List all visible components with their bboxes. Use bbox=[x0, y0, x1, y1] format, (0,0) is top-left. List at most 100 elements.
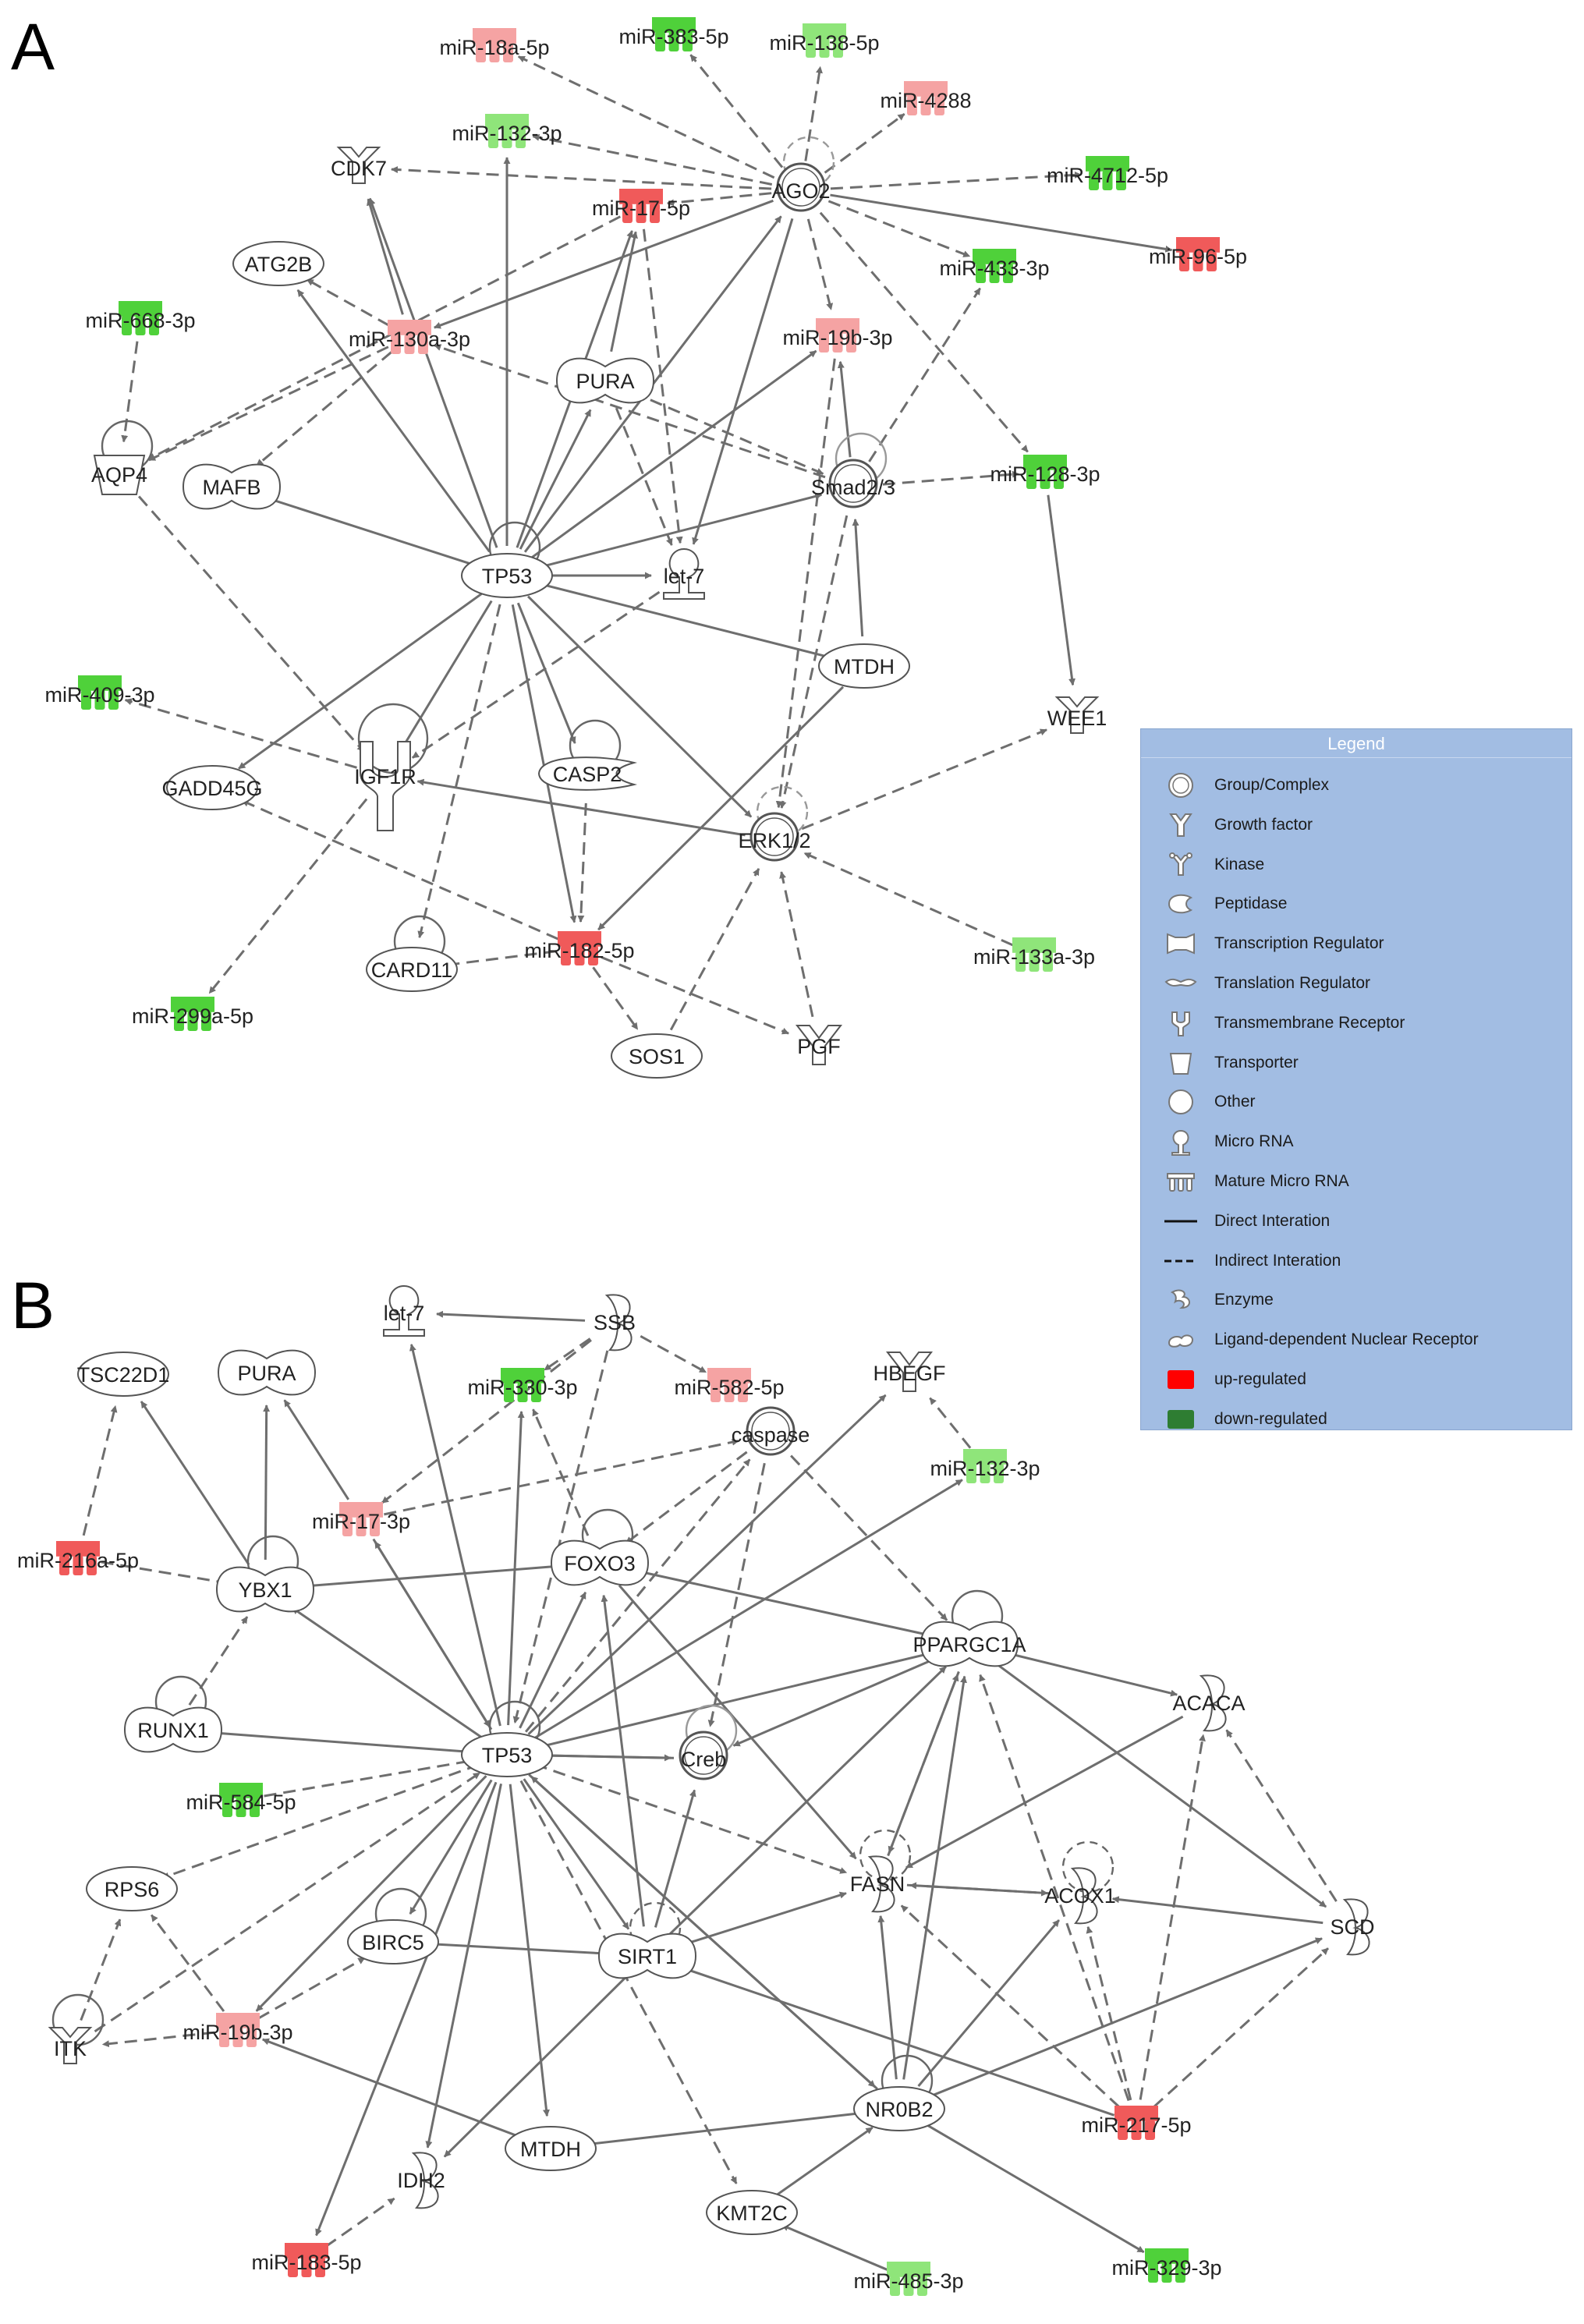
a-edge-tp53-to-gadd45g bbox=[238, 591, 484, 770]
a-node-mtdh: MTDH bbox=[818, 643, 910, 689]
b-node-acaca: ACACA bbox=[1172, 1674, 1246, 1732]
b-edge-m19bb-to-birc5 bbox=[257, 1957, 366, 2020]
translation-regulator-icon bbox=[1161, 968, 1200, 999]
a-label-erk1-2: ERK1/2 bbox=[738, 829, 810, 852]
a-label-smad2-3: Smad2/3 bbox=[811, 476, 895, 499]
b-node-pura: PURA bbox=[217, 1349, 317, 1396]
b-node-mir-183-5p: miR-183-5p bbox=[251, 2243, 362, 2277]
legend-item-growth-factor: Growth factor bbox=[1161, 808, 1313, 842]
a-edge-m130a-to-atg2b bbox=[306, 278, 390, 327]
kinase-icon bbox=[1161, 849, 1200, 880]
a-edge-mtdh-to-m182 bbox=[597, 686, 845, 931]
b-label-tsc22d1: TSC22D1 bbox=[77, 1363, 170, 1387]
b-edge-ssb-to-m17b bbox=[381, 1339, 592, 1504]
b-label-ssb: SSB bbox=[594, 1311, 636, 1334]
b-node-mir-217-5p: miR-217-5p bbox=[1081, 2106, 1192, 2140]
a-edge-m130a-to-mafb bbox=[256, 351, 393, 467]
legend-item-down-regulated: down-regulated bbox=[1161, 1402, 1327, 1437]
legend-item-peptidase: Peptidase bbox=[1161, 887, 1287, 921]
a-edge-m128-to-wee1 bbox=[1047, 494, 1075, 686]
b-edge-caspase-to-ppargc1a bbox=[790, 1454, 948, 1621]
a-edge-m133a-to-erk12 bbox=[803, 852, 1014, 947]
b-edge-tp53-to-foxo3 bbox=[519, 1591, 587, 1729]
a-node-aqp4: AQP4 bbox=[91, 420, 154, 495]
a-label-mir-668-3p: miR-668-3p bbox=[85, 309, 195, 332]
b-edge-tp53-to-sirt1 bbox=[523, 1778, 630, 1930]
a-node-casp2: CASP2 bbox=[537, 719, 637, 791]
a-node-pgf: PGF bbox=[795, 1025, 843, 1065]
a-edge-sos1-to-erk12 bbox=[669, 868, 760, 1031]
b-node-sirt1: SIRT1 bbox=[597, 1901, 697, 1979]
a-edge-ago2-to-cdk7 bbox=[391, 166, 772, 190]
a-label-mir-130a-3p: miR-130a-3p bbox=[349, 328, 470, 351]
a-edge-ago2-to-m383 bbox=[689, 54, 784, 168]
b-edge-ssb-to-tp53 bbox=[512, 1350, 609, 1724]
legend-label: Peptidase bbox=[1214, 895, 1288, 913]
b-edge-nr0b2-to-ppargc1a bbox=[902, 1675, 967, 2080]
b-label-tp53: TP53 bbox=[482, 1744, 533, 1767]
b-edge-m217-to-acox1 bbox=[1086, 1925, 1132, 2101]
b-edge-m216a-to-tsc22d1 bbox=[82, 1405, 118, 1536]
b-label-fasn: FASN bbox=[850, 1872, 905, 1896]
a-edge-tp53-to-m182 bbox=[511, 604, 577, 923]
group-complex-icon bbox=[1161, 770, 1200, 801]
b-edge-tp53-to-rps6 bbox=[161, 1763, 480, 1879]
b-node-mir-582-5p: miR-582-5p bbox=[674, 1368, 785, 1402]
panel-label-b: B bbox=[11, 1269, 55, 1342]
b-label-let-7: let-7 bbox=[384, 1302, 425, 1325]
b-edge-m216a-to-ybx1 bbox=[101, 1561, 234, 1587]
b-edge-scd-to-acaca bbox=[1225, 1729, 1338, 1902]
b-node-mir-19b-3p: miR-19b-3p bbox=[182, 2013, 293, 2047]
a-edge-pgf-to-erk12 bbox=[779, 871, 814, 1018]
b-edge-foxo3-to-ppargc1a bbox=[628, 1568, 938, 1639]
b-node-tsc22d1: TSC22D1 bbox=[77, 1352, 170, 1397]
legend-label: Growth factor bbox=[1214, 815, 1313, 834]
a-edge-m182-to-pgf bbox=[601, 955, 789, 1035]
growth-factor-icon bbox=[1161, 810, 1200, 841]
b-edge-ssb-to-let7 bbox=[436, 1310, 586, 1322]
b-edge-sirt1-to-birc5 bbox=[425, 1940, 618, 1956]
a-edge-ago2-to-m4288 bbox=[824, 112, 905, 174]
a-edge-m130a-to-cdk7 bbox=[367, 198, 404, 315]
b-edge-m217-to-sirt1 bbox=[677, 1964, 1115, 2117]
a-label-pgf: PGF bbox=[797, 1035, 841, 1058]
legend-item-transporter: Transporter bbox=[1161, 1046, 1299, 1080]
a-label-mir-299a-5p: miR-299a-5p bbox=[132, 1004, 253, 1028]
legend-item-mature-micro-rna: Mature Micro RNA bbox=[1161, 1164, 1349, 1199]
a-node-gadd45g: GADD45G bbox=[161, 765, 263, 810]
peptidase-icon bbox=[1161, 888, 1200, 919]
b-label-runx1: RUNX1 bbox=[137, 1719, 209, 1742]
a-node-wee1: WEE1 bbox=[1047, 696, 1107, 734]
b-label-pura: PURA bbox=[237, 1362, 296, 1385]
enzyme-icon bbox=[1161, 1284, 1200, 1316]
b-label-mir-584-5p: miR-584-5p bbox=[186, 1791, 296, 1814]
b-edge-acaca-to-fasn bbox=[905, 1715, 1184, 1869]
legend-label: down-regulated bbox=[1214, 1409, 1327, 1428]
a-edge-pura-to-smad23 bbox=[632, 391, 824, 475]
b-edge-m217-to-acaca bbox=[1139, 1734, 1206, 2100]
nodes-panel-a: TP53AGO2PURASmad2/3let-7MTDHCASP2ERK1/2I… bbox=[44, 17, 1247, 1079]
b-label-idh2: IDH2 bbox=[397, 2169, 445, 2192]
a-label-mir-18a-5p: miR-18a-5p bbox=[439, 36, 549, 59]
a-node-erk1-2: ERK1/2 bbox=[738, 785, 811, 862]
b-edge-tp53-to-m183 bbox=[315, 1781, 498, 2237]
b-edge-mtdh-to-nr0b2 bbox=[579, 2110, 868, 2147]
legend-label: Transmembrane Receptor bbox=[1214, 1013, 1405, 1032]
b-label-mir-183-5p: miR-183-5p bbox=[251, 2251, 361, 2274]
a-node-atg2b: ATG2B bbox=[232, 241, 324, 286]
a-label-mafb: MAFB bbox=[202, 476, 260, 499]
b-edge-creb-to-tp53 bbox=[539, 1752, 675, 1759]
down-swatch-icon bbox=[1161, 1404, 1200, 1435]
a-edge-ago2-to-m96 bbox=[830, 193, 1173, 253]
a-edge-tp53-to-pura bbox=[519, 409, 592, 550]
b-edge-nr0b2-to-acox1 bbox=[917, 1919, 1061, 2087]
b-edge-ybx1-to-tsc22d1 bbox=[140, 1401, 250, 1566]
b-edge-m17b-to-caspase bbox=[384, 1438, 739, 1516]
a-label-mir-4288: miR-4288 bbox=[880, 89, 971, 112]
a-edge-smad23-to-m128 bbox=[882, 470, 1019, 486]
transcription-regulator-icon bbox=[1161, 928, 1200, 959]
a-label-casp2: CASP2 bbox=[553, 763, 622, 786]
b-node-caspase: caspase bbox=[732, 1406, 810, 1456]
a-label-mir-19b-3p: miR-19b-3p bbox=[782, 326, 892, 349]
legend-label: Group/Complex bbox=[1214, 776, 1330, 794]
